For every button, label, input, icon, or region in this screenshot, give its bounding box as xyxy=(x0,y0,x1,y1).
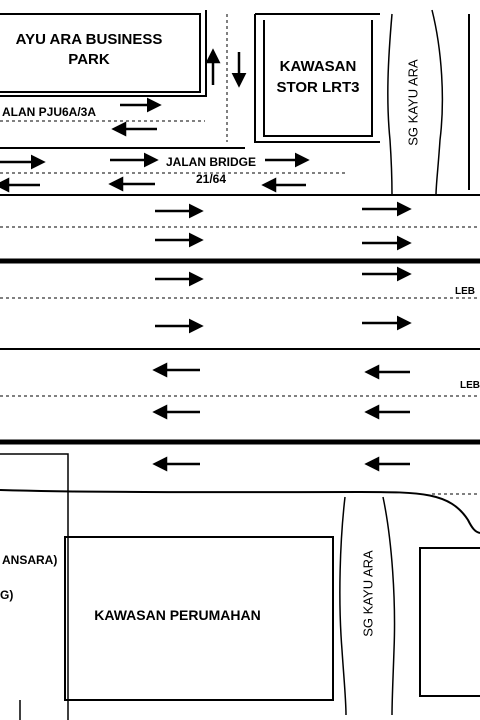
kawasan-stor-lrt3-block xyxy=(254,13,380,143)
kawasan-stor-line1: KAWASAN xyxy=(279,58,357,75)
river-sg-kayu-ara-bottom xyxy=(339,496,396,716)
bottom-road-edge xyxy=(0,489,480,534)
jalan-pju6a-label: ALAN PJU6A/3A xyxy=(2,105,97,119)
bottom-right-block xyxy=(419,547,480,697)
sg-kayu-ara-top-label: SG KAYU ARA xyxy=(405,59,421,146)
jalan-bridge-label: JALAN BRIDGE 21/64 xyxy=(156,154,266,188)
kawasan-perumahan-block xyxy=(64,536,334,701)
kawasan-stor-line2: STOR LRT3 xyxy=(276,79,360,96)
jalan-bridge-line2: 21/64 xyxy=(195,172,227,186)
river-sg-kayu-ara-top xyxy=(387,9,444,196)
left-partial-label-1: ANSARA) xyxy=(2,553,58,567)
kawasan-stor-lrt3-label: KAWASAN STOR LRT3 xyxy=(266,56,370,98)
leb-label-2: LEB xyxy=(460,380,480,391)
jalan-bridge-line1: JALAN BRIDGE xyxy=(165,155,256,169)
leb-label-1: LEB xyxy=(455,286,475,297)
sg-kayu-ara-bottom-label: SG KAYU ARA xyxy=(360,550,376,637)
kayu-ara-business-park-line1: AYU ARA BUSINESS xyxy=(15,31,163,48)
kayu-ara-business-park-line2: PARK xyxy=(68,51,110,68)
kayu-ara-business-park-label: AYU ARA BUSINESS PARK xyxy=(0,30,184,70)
left-bottom-block xyxy=(0,453,69,720)
kayu-ara-business-park-block xyxy=(0,10,207,97)
left-partial-label-2: G) xyxy=(0,588,14,602)
kawasan-perumahan-label: KAWASAN PERUMAHAN xyxy=(94,607,261,623)
